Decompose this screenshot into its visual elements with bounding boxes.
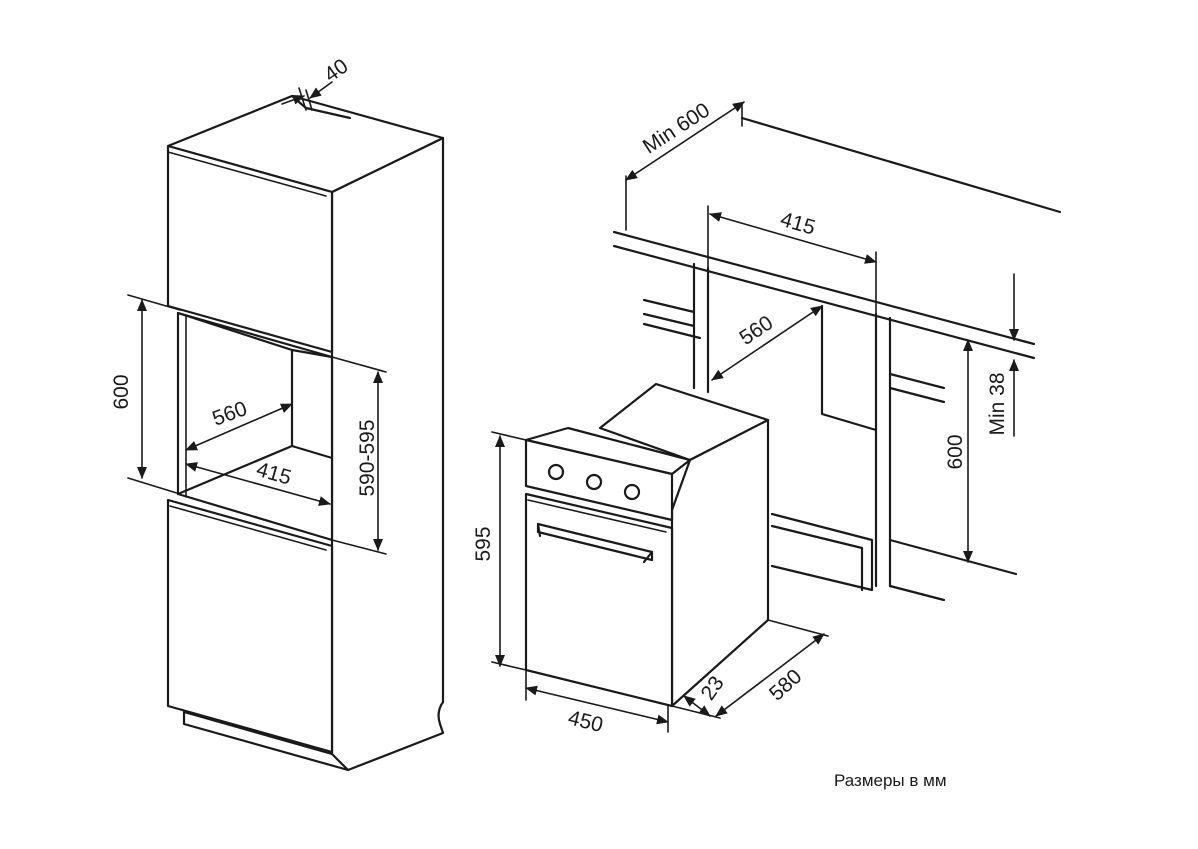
oven-knob-icon [623, 483, 641, 501]
right-cabinet-wall [874, 312, 946, 588]
countertop-top-line [612, 230, 1036, 346]
wall-line [740, 116, 1062, 214]
dim-niche-600-label: 600 [944, 434, 967, 469]
dim-oven-595-label: 595 [472, 526, 495, 561]
dim-oven-595: 595 [472, 431, 527, 671]
ground-line-far [888, 538, 1018, 576]
niche-floor [770, 512, 874, 592]
dim-40-label: 40 [320, 55, 352, 87]
dim-min-600: Min 600 [625, 99, 745, 231]
door-top-edge [527, 499, 667, 533]
cabinet-plinth [182, 710, 350, 772]
dim-oven-450-label: 450 [566, 706, 606, 737]
oven-knob-icon [585, 473, 603, 491]
cabinet-side-panel [330, 136, 445, 772]
dim-niche-560-label: 560 [735, 311, 777, 350]
units-note: Размеры в мм [834, 771, 947, 790]
tall-cabinet [166, 94, 445, 772]
ground-line-right [888, 584, 946, 602]
dim-cabinet-600-label: 600 [110, 374, 133, 409]
oven-knob-icon [547, 463, 565, 481]
cabinet-lower-door [166, 498, 334, 754]
dim-niche-560: 560 [711, 305, 823, 381]
oven [524, 382, 770, 708]
cabinet-upper-door [166, 144, 334, 354]
dim-cabinet-590-595: 590-595 [331, 356, 387, 555]
cabinet-niche [176, 311, 334, 542]
left-cabinet-wall [642, 262, 710, 394]
dim-oven-580-label: 580 [765, 665, 806, 706]
niche-back [820, 304, 878, 432]
dim-cabinet-590-595-label: 590-595 [356, 419, 379, 496]
dim-min-38: Min 38 [986, 273, 1019, 437]
dim-niche-415: 415 [707, 205, 877, 315]
dim-cabinet-600: 600 [110, 294, 181, 495]
lower-door-edge [169, 505, 327, 551]
upper-door-edge [167, 151, 327, 197]
countertop-bottom-line [612, 244, 1036, 360]
dim-niche-600: 600 [944, 339, 973, 563]
dim-min-38-label: Min 38 [986, 372, 1009, 435]
